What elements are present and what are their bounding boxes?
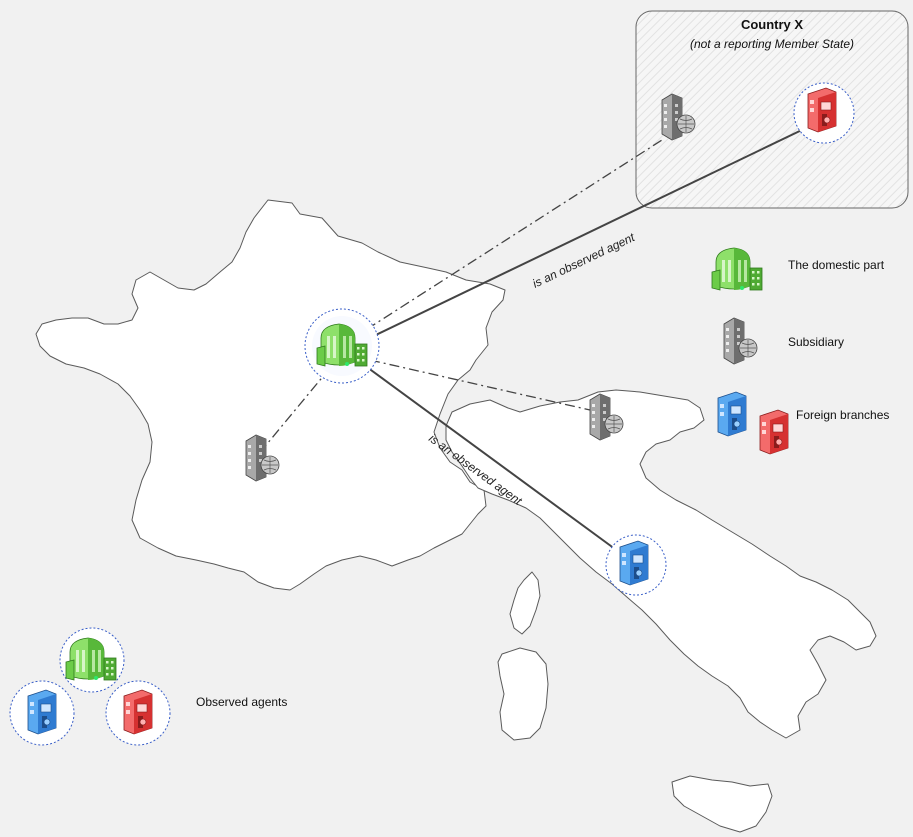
- solid-line-to-red-branch: [354, 127, 807, 346]
- dash-line-to-country-x-subsidiary: [349, 139, 663, 341]
- dash-line-to-italy-subsidiary: [369, 359, 591, 411]
- legend: The domestic part Subsidiary Foreign bra…: [711, 247, 889, 455]
- edge-label-country-x: is an observed agent: [530, 230, 637, 291]
- blue-branch-node: [605, 534, 667, 596]
- observed-red-icon: [123, 689, 153, 735]
- observed-agents-legend: Observed agents: [9, 627, 287, 746]
- observed-agents-label: Observed agents: [196, 695, 287, 709]
- country-x-title: Country X: [741, 17, 803, 32]
- france-map: [35, 199, 506, 591]
- legend-subsidiary-icon: [723, 317, 758, 365]
- sicily-map: [671, 775, 773, 833]
- country-x-subtitle: (not a reporting Member State): [690, 37, 854, 51]
- legend-branch-blue-icon: [717, 391, 747, 437]
- domestic-part-node: [304, 308, 380, 384]
- red-branch-node: [793, 82, 855, 144]
- solid-line-to-blue-branch: [359, 361, 631, 561]
- legend-domestic-label: The domestic part: [788, 258, 885, 272]
- country-x-box: Country X (not a reporting Member State): [635, 10, 909, 209]
- dash-line-to-france-subsidiary: [261, 367, 331, 451]
- legend-branch-red-icon: [759, 409, 789, 455]
- legend-subsidiary-label: Subsidiary: [788, 335, 844, 349]
- connections: [261, 127, 807, 561]
- sardinia-map: [497, 647, 549, 741]
- corsica-map: [509, 571, 541, 635]
- legend-foreign-branches-label: Foreign branches: [796, 408, 889, 422]
- observed-blue-icon: [27, 689, 57, 735]
- legend-domestic-icon: [711, 247, 763, 291]
- building-branch-blue-icon: [619, 540, 649, 586]
- building-branch-red-icon: [807, 87, 837, 133]
